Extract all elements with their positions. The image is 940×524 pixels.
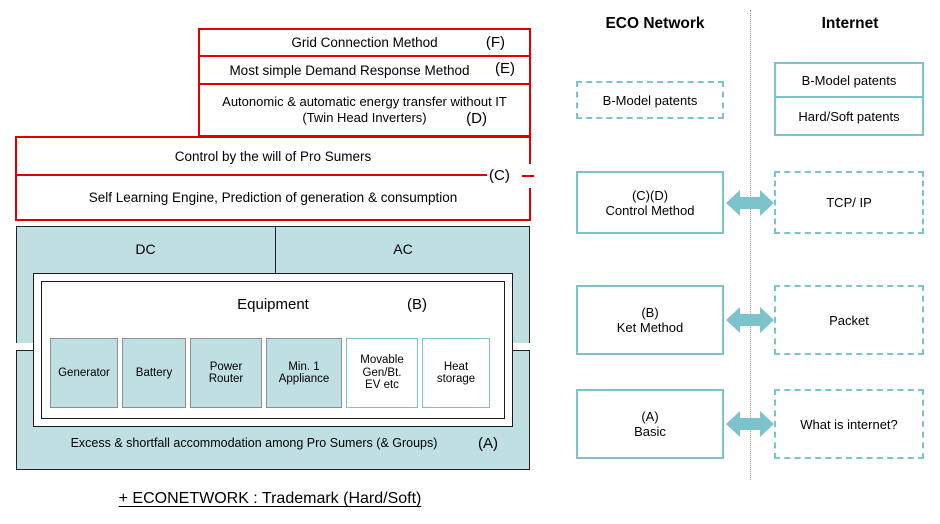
equipment-item-label: Power Router xyxy=(208,360,244,386)
panel-notch-right xyxy=(512,343,531,351)
layer-c-lower-box: Self Learning Engine, Prediction of gene… xyxy=(15,176,531,221)
layer-d-box: Autonomic & automatic energy transfer wi… xyxy=(198,85,531,137)
column-heading-internet: Internet xyxy=(765,12,935,36)
equipment-item-generator[interactable]: Generator xyxy=(50,338,118,408)
exchange-arrow-ket-method xyxy=(726,307,774,333)
eco-box-ket-method[interactable]: (B) Ket Method xyxy=(576,285,724,355)
left-stack-diagram: Grid Connection Method (F) Most simple D… xyxy=(0,28,540,511)
layer-c-upper-box: Control by the will of Pro Sumers xyxy=(15,136,531,176)
layer-f-box: Grid Connection Method (F) xyxy=(198,28,531,57)
box-label: What is internet? xyxy=(800,416,898,432)
base-panel-text-row: Excess & shortfall accommodation among P… xyxy=(16,431,530,455)
column-heading-text: Internet xyxy=(821,15,879,32)
layer-e-text: Most simple Demand Response Method xyxy=(229,62,470,78)
power-type-dc: DC xyxy=(16,234,275,264)
box-label: (C)(D) Control Method xyxy=(605,187,695,218)
internet-box-hard-soft-patents[interactable]: Hard/Soft patents xyxy=(774,98,924,136)
equipment-item-heat-storage[interactable]: Heat storage xyxy=(422,338,490,408)
trademark-footer: + ECONETWORK : Trademark (Hard/Soft) xyxy=(0,487,540,511)
power-type-dc-label: DC xyxy=(135,241,156,257)
internet-box-packet[interactable]: Packet xyxy=(774,285,924,355)
box-label: B-Model patents xyxy=(801,72,897,88)
trademark-text: + ECONETWORK : Trademark (Hard/Soft) xyxy=(118,490,422,507)
internet-box-tcp-ip[interactable]: TCP/ IP xyxy=(774,171,924,234)
box-label: (A) Basic xyxy=(634,409,666,439)
equipment-tag: (B) xyxy=(407,295,427,313)
equipment-item-label: Heat storage xyxy=(436,360,476,386)
layer-e-box: Most simple Demand Response Method (E) xyxy=(198,57,531,85)
equipment-item-battery[interactable]: Battery xyxy=(122,338,186,408)
layer-f-text: Grid Connection Method xyxy=(291,35,438,50)
eco-box-b-model-patents[interactable]: B-Model patents xyxy=(576,81,724,119)
eco-box-basic[interactable]: (A) Basic xyxy=(576,389,724,459)
comparison-diagram: ECO Network Internet B-Model patents B-M… xyxy=(540,0,940,524)
equipment-item-movable-gen[interactable]: Movable Gen/Bt. EV etc xyxy=(346,338,418,408)
box-label: Packet xyxy=(829,312,869,328)
equipment-item-min-1-appliance[interactable]: Min. 1 Appliance xyxy=(266,338,342,408)
equipment-title: Equipment (B) xyxy=(41,292,505,316)
equipment-item-label: Generator xyxy=(58,366,110,379)
equipment-title-text: Equipment xyxy=(237,295,309,313)
eco-box-control-method[interactable]: (C)(D) Control Method xyxy=(576,171,724,234)
internet-box-b-model-patents[interactable]: B-Model patents xyxy=(774,62,924,98)
power-type-ac-label: AC xyxy=(393,241,413,257)
layer-c-lower-text: Self Learning Engine, Prediction of gene… xyxy=(88,190,458,205)
layer-c-tag: (C) xyxy=(489,167,510,184)
layer-c-tag-leader xyxy=(522,175,534,177)
box-label: (B) Ket Method xyxy=(616,305,684,335)
base-panel-text: Excess & shortfall accommodation among P… xyxy=(70,436,438,450)
box-label: B-Model patents xyxy=(602,92,698,108)
column-heading-text: ECO Network xyxy=(605,15,705,32)
box-label: Hard/Soft patents xyxy=(798,108,900,124)
equipment-item-label: Battery xyxy=(135,366,173,379)
column-divider xyxy=(750,10,751,480)
panel-notch-left xyxy=(15,343,34,351)
exchange-arrow-basic xyxy=(726,411,774,437)
equipment-item-power-router[interactable]: Power Router xyxy=(190,338,262,408)
box-label: TCP/ IP xyxy=(826,195,872,210)
internet-box-what-is-internet[interactable]: What is internet? xyxy=(774,389,924,459)
layer-f-tag: (F) xyxy=(485,34,505,51)
layer-d-text: Autonomic & automatic energy transfer wi… xyxy=(222,94,507,125)
equipment-item-label: Min. 1 Appliance xyxy=(278,360,330,386)
dc-ac-divider xyxy=(275,226,276,283)
layer-c-upper-text: Control by the will of Pro Sumers xyxy=(174,148,372,164)
layer-e-tag: (E) xyxy=(495,60,515,77)
layer-d-tag: (D) xyxy=(466,110,487,127)
column-heading-eco-network: ECO Network xyxy=(560,12,750,36)
equipment-item-label: Movable Gen/Bt. EV etc xyxy=(360,354,404,392)
base-panel-tag: (A) xyxy=(478,434,498,452)
exchange-arrow-control-method xyxy=(726,190,774,216)
power-type-ac: AC xyxy=(276,234,530,264)
